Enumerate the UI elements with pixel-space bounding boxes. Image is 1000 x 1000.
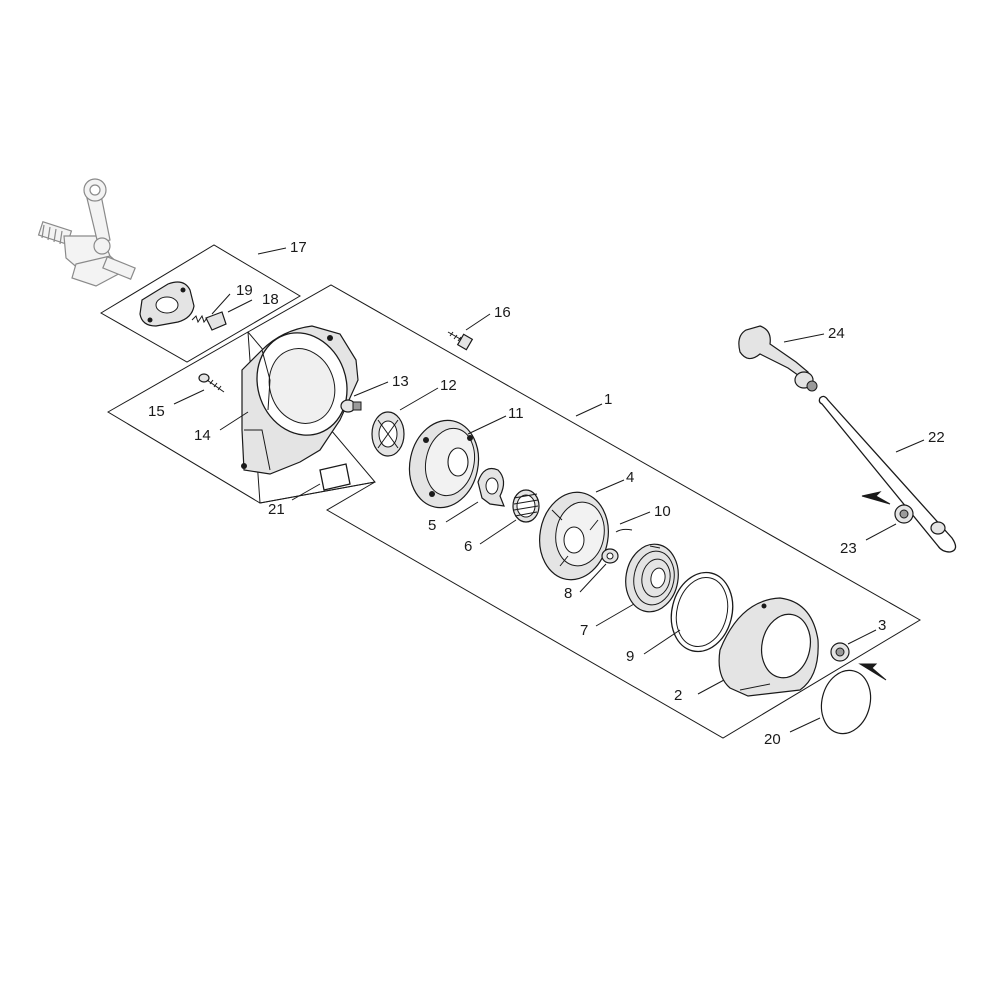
starter-rope-part-22[interactable] [818, 395, 957, 553]
part-label-12: 12 [440, 377, 457, 394]
rope-guide-part-23[interactable] [894, 504, 914, 524]
pulley-part-11[interactable] [402, 414, 487, 514]
arrow-marker-icon [861, 491, 891, 505]
grommet-part-3[interactable] [830, 642, 850, 662]
pulley-part-12[interactable] [371, 411, 405, 457]
part-label-9: 9 [626, 648, 634, 665]
screw-part-15[interactable] [198, 373, 225, 393]
part-label-17: 17 [290, 239, 307, 256]
recoil-spring-part-7[interactable] [620, 540, 683, 616]
part-label-20: 20 [764, 731, 781, 748]
part-label-2: 2 [674, 687, 682, 704]
part-label-21: 21 [268, 501, 285, 518]
flywheel-part-17[interactable] [139, 281, 195, 327]
part-label-14: 14 [194, 427, 211, 444]
label-part-21[interactable] [319, 463, 351, 491]
group-frame-17 [100, 244, 301, 363]
disc-part-20[interactable] [815, 665, 877, 739]
part-label-24: 24 [828, 325, 845, 342]
starter-cover-part-2[interactable] [718, 597, 819, 697]
part-label-10: 10 [654, 503, 671, 520]
fan-housing-part-14[interactable] [241, 320, 361, 475]
gasket-part-9[interactable] [663, 566, 741, 658]
pin-part-13[interactable] [340, 399, 362, 413]
part-label-23: 23 [840, 540, 857, 557]
hook-part-10[interactable] [615, 528, 633, 533]
key-part-18[interactable] [205, 311, 227, 331]
spring-part-19[interactable] [191, 314, 208, 324]
part-label-3: 3 [878, 617, 886, 634]
crankshaft-reference [37, 178, 136, 287]
part-label-8: 8 [564, 585, 572, 602]
part-label-5: 5 [428, 517, 436, 534]
part-label-22: 22 [928, 429, 945, 446]
part-label-18: 18 [262, 291, 279, 308]
leader-lines [173, 247, 925, 733]
part-label-7: 7 [580, 622, 588, 639]
part-label-4: 4 [626, 469, 634, 486]
bolt-part-16[interactable] [447, 331, 474, 351]
spring-part-6[interactable] [512, 489, 540, 523]
arrow-marker-icon [858, 663, 887, 681]
washer-part-8[interactable] [601, 548, 619, 564]
part-label-15: 15 [148, 403, 165, 420]
part-label-11: 11 [508, 405, 524, 422]
handle-part-24[interactable] [738, 325, 818, 392]
group-frame-1 [247, 284, 921, 739]
reel-part-4[interactable] [533, 487, 615, 585]
part-label-16: 16 [494, 304, 511, 321]
part-label-19: 19 [236, 282, 253, 299]
part-label-6: 6 [464, 538, 472, 555]
part-label-13: 13 [392, 373, 409, 390]
part-label-1: 1 [604, 391, 612, 408]
ratchet-part-5[interactable] [477, 467, 505, 507]
